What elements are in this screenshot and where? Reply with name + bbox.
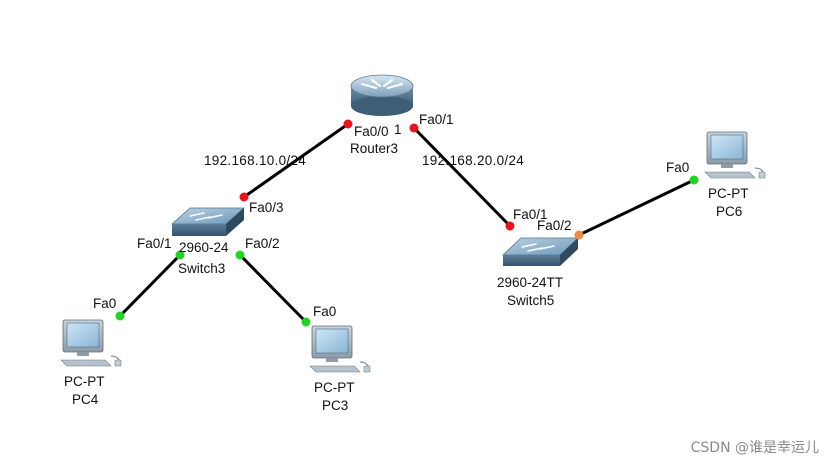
pc-icon <box>704 131 766 179</box>
status-dot-switch5-fa02 <box>574 230 584 240</box>
pc3-device[interactable] <box>309 325 371 373</box>
router3-device[interactable] <box>350 74 414 116</box>
switch3-port-fa02-label: Fa0/2 <box>245 236 280 251</box>
status-dot-switch3-fa03 <box>239 192 249 202</box>
pc6-name-label: PC6 <box>716 204 742 219</box>
labels: Fa0/0 1 Fa0/1 Router3 192.168.10.0/24 19… <box>64 112 749 413</box>
port-status-dots <box>115 119 699 327</box>
pc4-port-label: Fa0 <box>93 296 116 311</box>
pc6-type-label: PC-PT <box>708 186 749 201</box>
links <box>118 122 696 324</box>
switch5-port-fa01-label: Fa0/1 <box>513 207 548 222</box>
pc-icon <box>60 319 122 367</box>
pc3-name-label: PC3 <box>322 398 348 413</box>
switch5-device[interactable] <box>501 237 580 266</box>
status-dot-router3-fa00 <box>343 119 353 129</box>
pc6-device[interactable] <box>704 131 766 179</box>
pc4-device[interactable] <box>60 319 122 367</box>
switch3-port-fa03-label: Fa0/3 <box>249 200 284 215</box>
pc3-port-label: Fa0 <box>313 304 336 319</box>
status-dot-pc6-fa0 <box>689 175 699 185</box>
pc4-name-label: PC4 <box>72 392 99 407</box>
router3-name-label: Router3 <box>350 141 398 156</box>
status-dot-pc3-fa0 <box>301 317 311 327</box>
link-router3-switch3[interactable] <box>242 122 350 199</box>
network-label-left: 192.168.10.0/24 <box>204 153 306 168</box>
status-dot-switch5-fa01 <box>505 221 515 231</box>
switch3-port-fa01-label: Fa0/1 <box>137 236 172 251</box>
network-label-right: 192.168.20.0/24 <box>422 153 524 168</box>
pc-icon <box>309 325 371 373</box>
pc4-type-label: PC-PT <box>64 374 105 389</box>
router-icon <box>350 74 414 116</box>
switch-icon <box>170 207 246 236</box>
pc6-port-label: Fa0 <box>666 160 689 175</box>
router3-port-tail-label: 1 <box>394 122 402 137</box>
watermark-text: CSDN @谁是幸运儿 <box>690 440 819 456</box>
status-dot-pc4-fa0 <box>115 311 125 321</box>
status-dot-switch3-fa01 <box>175 250 185 260</box>
switch3-device[interactable] <box>170 207 246 236</box>
switch3-model-label: 2960-24 <box>179 240 229 255</box>
router3-port-fa01-label: Fa0/1 <box>419 112 454 127</box>
router3-port-fa00-label: Fa0/0 <box>354 124 389 139</box>
link-router3-switch5[interactable] <box>412 126 512 228</box>
switch5-model-label: 2960-24TT <box>497 275 563 290</box>
status-dot-switch3-fa02 <box>235 250 245 260</box>
switch5-name-label: Switch5 <box>507 293 554 308</box>
link-switch3-pc4[interactable] <box>118 253 182 318</box>
status-dot-router3-fa01 <box>409 123 419 133</box>
switch3-name-label: Switch3 <box>178 261 225 276</box>
switch-icon <box>501 237 580 266</box>
pc3-type-label: PC-PT <box>314 380 355 395</box>
link-switch5-pc6[interactable] <box>577 178 696 237</box>
switch5-port-fa02-label: Fa0/2 <box>537 218 572 233</box>
link-switch3-pc3[interactable] <box>238 253 308 324</box>
